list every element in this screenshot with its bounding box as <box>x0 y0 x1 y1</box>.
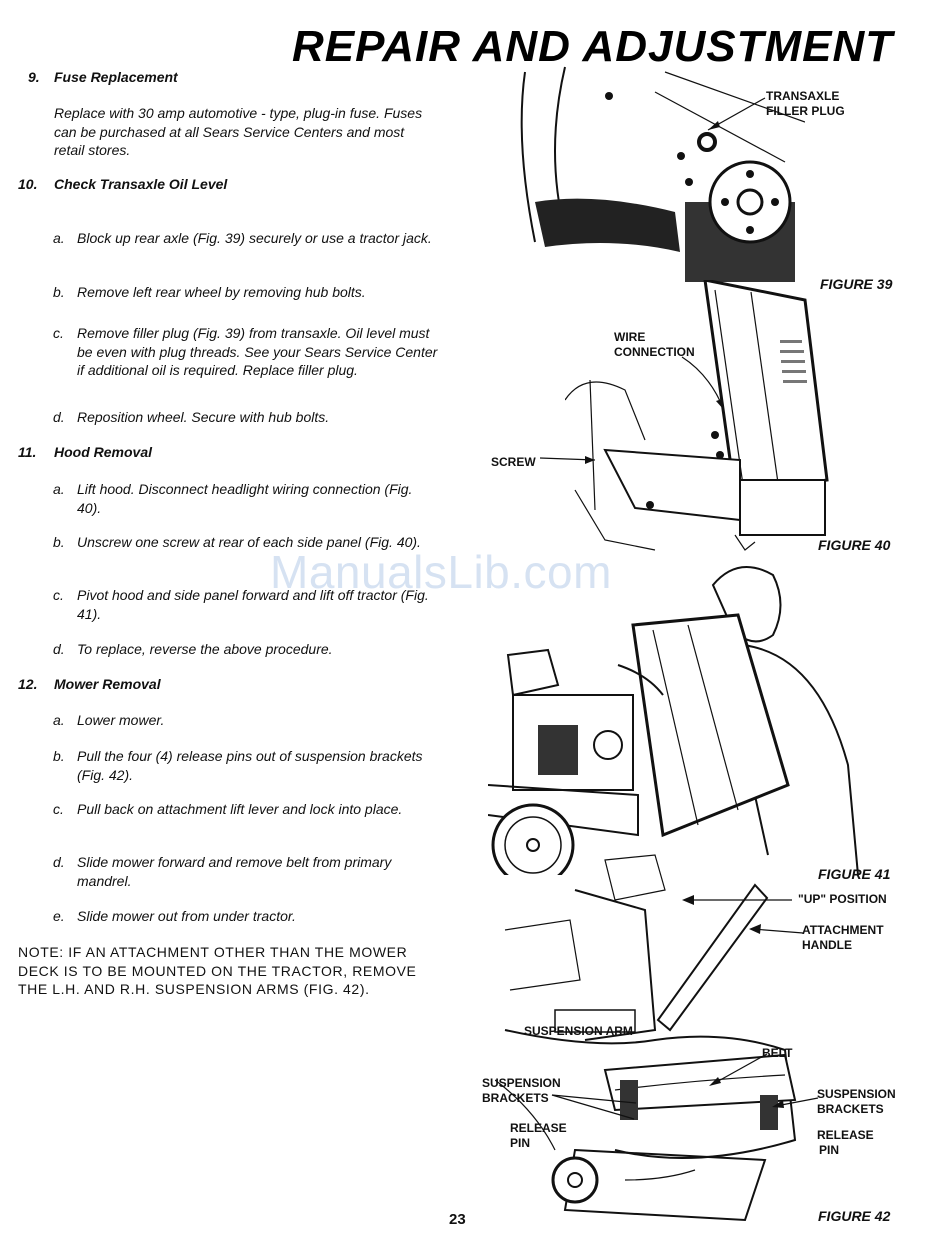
step-text: Remove left rear wheel by removing hub b… <box>77 284 366 300</box>
wire-connection-leader <box>681 356 725 411</box>
connection-label: CONNECTION <box>614 345 695 359</box>
section-number: 9. <box>28 69 40 85</box>
watermark: ManualsLib.com <box>270 546 612 598</box>
page-title: REPAIR AND ADJUSTMENT <box>292 22 894 71</box>
step-letter: d. <box>53 854 65 870</box>
suspension-brackets-left-leader <box>551 1094 637 1120</box>
step-text: Slide mower out from under tractor. <box>77 908 296 924</box>
step-item: a. Lift hood. Disconnect headlight wiring… <box>53 480 429 517</box>
step-item: b. Remove left rear wheel by removing hub… <box>53 283 439 302</box>
section-title: Fuse Replacement <box>54 69 178 85</box>
pin-right-label: PIN <box>819 1143 840 1157</box>
page-number: 23 <box>449 1211 466 1228</box>
wire-label: WIRE <box>614 330 646 344</box>
pin-left-label: PIN <box>510 1136 531 1150</box>
filler-plug-label: FILLER PLUG <box>766 104 845 118</box>
brackets-right-label: BRACKETS <box>817 1102 884 1116</box>
step-letter: a. <box>53 712 65 728</box>
figure-42-illustration <box>495 854 797 1222</box>
figure-40-caption: FIGURE 40 <box>818 537 891 553</box>
figure-41-caption: FIGURE 41 <box>818 866 891 882</box>
screw-leader <box>540 456 596 464</box>
step-item: b. Pull the four (4) release pins out of … <box>53 747 429 784</box>
step-text: Lift hood. Disconnect headlight wiring c… <box>77 481 413 516</box>
step-item: a. Block up rear axle (Fig. 39) securely … <box>53 229 439 248</box>
handle-label: HANDLE <box>802 938 852 952</box>
section-number: 12. <box>18 676 38 692</box>
step-item: c. Pull back on attachment lift lever and… <box>53 800 429 819</box>
step-item: c. Pivot hood and side panel forward and … <box>53 586 429 623</box>
step-text: Remove filler plug (Fig. 39) from transa… <box>77 325 438 378</box>
step-letter: b. <box>53 284 65 300</box>
figure-42-caption: FIGURE 42 <box>818 1208 891 1224</box>
step-text: Lower mower. <box>77 712 165 728</box>
step-letter: b. <box>53 534 65 550</box>
step-item: e. Slide mower out from under tractor. <box>53 907 429 926</box>
belt-leader <box>709 1053 768 1086</box>
section-9-text: Replace with 30 amp automotive - type, p… <box>54 105 423 158</box>
suspension-arm-label: SUSPENSION ARM <box>524 1024 633 1038</box>
section-number: 11. <box>18 444 37 460</box>
step-letter: d. <box>53 641 65 657</box>
suspension-right-label: SUSPENSION <box>817 1087 896 1101</box>
section-12-heading: 12. Mower Removal <box>18 676 161 692</box>
step-item: d. To replace, reverse the above procedur… <box>53 640 429 659</box>
section-title: Hood Removal <box>54 444 153 460</box>
step-item: d. Reposition wheel. Secure with hub bolt… <box>53 408 439 427</box>
release-right-label: RELEASE <box>817 1128 874 1142</box>
figure-39-caption: FIGURE 39 <box>820 276 893 292</box>
step-item: b. Unscrew one screw at rear of each side… <box>53 533 429 552</box>
attachment-handle-leader <box>749 924 804 934</box>
figure-39-illustration <box>520 66 805 282</box>
step-letter: b. <box>53 748 65 764</box>
section-title: Check Transaxle Oil Level <box>54 176 228 192</box>
section-11-heading: 11. Hood Removal <box>18 444 152 460</box>
step-letter: c. <box>53 325 64 341</box>
suspension-left-label: SUSPENSION <box>482 1076 561 1090</box>
step-letter: c. <box>53 801 64 817</box>
step-text: Pivot hood and side panel forward and li… <box>77 587 429 622</box>
section-number: 10. <box>18 176 38 192</box>
screw-label: SCREW <box>491 455 536 469</box>
belt-label: BELT <box>762 1046 793 1060</box>
step-letter: a. <box>53 230 65 246</box>
step-letter: c. <box>53 587 64 603</box>
step-letter: a. <box>53 481 65 497</box>
step-letter: e. <box>53 908 65 924</box>
attachment-label: ATTACHMENT <box>802 923 884 937</box>
step-text: Reposition wheel. Secure with hub bolts. <box>77 409 330 425</box>
step-letter: d. <box>53 409 65 425</box>
section-10-heading: 10. Check Transaxle Oil Level <box>18 176 227 192</box>
step-text: Slide mower forward and remove belt from… <box>77 854 392 889</box>
section-title: Mower Removal <box>54 676 161 692</box>
brackets-left-label: BRACKETS <box>482 1091 549 1105</box>
up-position-label: "UP" POSITION <box>798 892 887 906</box>
figure-41-illustration <box>488 566 859 875</box>
step-text: Pull back on attachment lift lever and l… <box>77 801 403 817</box>
filler-plug-leader <box>707 97 766 131</box>
release-left-label: RELEASE <box>510 1121 567 1135</box>
up-position-leader <box>682 895 792 905</box>
step-text: Pull the four (4) release pins out of su… <box>77 748 423 783</box>
note-text: NOTE: IF AN ATTACHMENT OTHER THAN THE MO… <box>18 944 417 997</box>
step-text: Unscrew one screw at rear of each side p… <box>77 534 421 550</box>
step-item: a. Lower mower. <box>53 711 429 730</box>
step-text: Block up rear axle (Fig. 39) securely or… <box>77 230 432 246</box>
section-9-heading: 9. Fuse Replacement <box>28 69 178 85</box>
step-item: d. Slide mower forward and remove belt fr… <box>53 853 429 890</box>
figure-40-illustration <box>565 280 829 551</box>
step-item: c. Remove filler plug (Fig. 39) from tran… <box>53 324 447 380</box>
step-text: To replace, reverse the above procedure. <box>77 641 333 657</box>
transaxle-label: TRANSAXLE <box>766 89 840 103</box>
suspension-brackets-right-leader <box>772 1097 819 1108</box>
